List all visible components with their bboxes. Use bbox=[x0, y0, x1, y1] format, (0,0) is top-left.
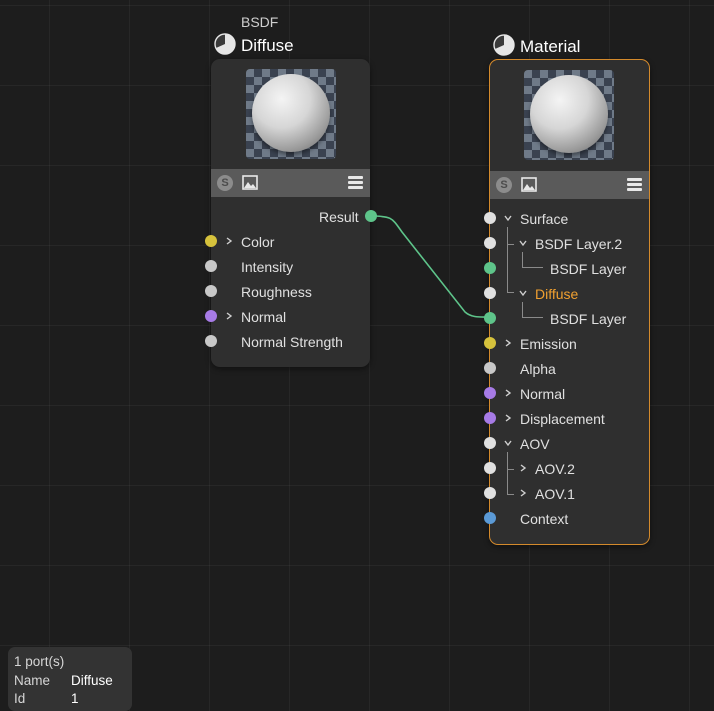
node-toolbar: S bbox=[211, 169, 370, 197]
info-key-name: Name bbox=[14, 673, 51, 688]
input-port-context[interactable] bbox=[484, 512, 496, 524]
input-port-aov-2[interactable] bbox=[484, 462, 496, 474]
tree-connector bbox=[507, 244, 514, 293]
input-port-aov[interactable] bbox=[484, 437, 496, 449]
chevron-right-icon[interactable] bbox=[225, 237, 233, 245]
chevron-down-icon[interactable] bbox=[504, 214, 512, 222]
tree-connector bbox=[507, 469, 514, 495]
input-port-label: AOV.1 bbox=[535, 486, 575, 502]
chevron-right-icon[interactable] bbox=[504, 339, 512, 347]
input-port-label: Roughness bbox=[241, 284, 312, 300]
chevron-down-icon[interactable] bbox=[519, 289, 527, 297]
input-port-label: Displacement bbox=[520, 411, 605, 427]
input-port-emission[interactable] bbox=[484, 337, 496, 349]
material-preview-thumbnail bbox=[246, 69, 336, 159]
s-toggle-button[interactable]: S bbox=[496, 177, 512, 193]
node-title[interactable]: Diffuse bbox=[241, 36, 294, 55]
chevron-right-icon[interactable] bbox=[504, 414, 512, 422]
s-toggle-button[interactable]: S bbox=[217, 175, 233, 191]
image-icon[interactable] bbox=[242, 175, 258, 190]
chevron-down-icon[interactable] bbox=[504, 439, 512, 447]
input-port-label: BSDF Layer bbox=[550, 311, 627, 327]
input-port-bsdf-layer-2[interactable] bbox=[484, 237, 496, 249]
input-port-label: BSDF Layer bbox=[550, 261, 627, 277]
output-port-label: Result bbox=[319, 209, 359, 225]
hamburger-menu-icon[interactable] bbox=[627, 178, 642, 192]
input-port-roughness[interactable] bbox=[205, 285, 217, 297]
material-sphere-icon bbox=[214, 33, 236, 55]
input-port-label: Context bbox=[520, 511, 569, 527]
node-category-label: BSDF bbox=[241, 14, 279, 30]
output-port-result[interactable] bbox=[365, 210, 377, 222]
input-port-diffuse[interactable] bbox=[484, 287, 496, 299]
input-port-label: AOV bbox=[520, 436, 550, 452]
chevron-right-icon[interactable] bbox=[519, 489, 527, 497]
input-port-normal[interactable] bbox=[484, 387, 496, 399]
input-port-label: BSDF Layer.2 bbox=[535, 236, 623, 252]
info-value-id: 1 bbox=[71, 691, 79, 706]
input-port-label: Alpha bbox=[520, 361, 556, 377]
chevron-right-icon[interactable] bbox=[225, 312, 233, 320]
input-port-label: AOV.2 bbox=[535, 461, 575, 477]
info-summary: 1 port(s) bbox=[14, 654, 65, 669]
chevron-down-icon[interactable] bbox=[519, 239, 527, 247]
input-port-bsdf-layer-connected[interactable] bbox=[484, 312, 496, 324]
input-port-label: Color bbox=[241, 234, 275, 250]
input-port-displacement[interactable] bbox=[484, 412, 496, 424]
chevron-right-icon[interactable] bbox=[504, 389, 512, 397]
node-toolbar: S bbox=[490, 171, 649, 199]
input-port-bsdf-layer[interactable] bbox=[484, 262, 496, 274]
tree-connector bbox=[507, 452, 514, 470]
node-title[interactable]: Material bbox=[520, 37, 581, 56]
input-port-normal[interactable] bbox=[205, 310, 217, 322]
input-port-label: Normal bbox=[241, 309, 287, 325]
input-port-intensity[interactable] bbox=[205, 260, 217, 272]
input-port-color[interactable] bbox=[205, 235, 217, 247]
input-port-label: Intensity bbox=[241, 259, 294, 275]
diffuse-node[interactable]: S Result Color Intensity Roughness Norma… bbox=[205, 59, 377, 367]
input-port-label-highlighted: Diffuse bbox=[535, 286, 579, 302]
info-key-id: Id bbox=[14, 691, 26, 706]
input-port-surface[interactable] bbox=[484, 212, 496, 224]
material-preview-thumbnail bbox=[524, 70, 614, 160]
image-icon[interactable] bbox=[521, 177, 537, 192]
material-node[interactable]: S Surface BSDF Layer.2 BSDF Layer Diffus… bbox=[484, 59, 650, 545]
info-panel: 1 port(s) Name Diffuse Id 1 bbox=[8, 647, 132, 711]
input-port-aov-1[interactable] bbox=[484, 487, 496, 499]
input-port-label: Emission bbox=[520, 336, 577, 352]
info-value-name: Diffuse bbox=[71, 673, 113, 688]
material-sphere-icon bbox=[493, 34, 515, 56]
tree-connector bbox=[522, 302, 543, 318]
tree-connector bbox=[522, 252, 543, 268]
input-port-label: Surface bbox=[520, 211, 569, 227]
tree-connector bbox=[507, 227, 514, 245]
input-port-normal-strength[interactable] bbox=[205, 335, 217, 347]
input-port-label: Normal bbox=[520, 386, 566, 402]
input-port-label: Normal Strength bbox=[241, 334, 343, 350]
chevron-right-icon[interactable] bbox=[519, 464, 527, 472]
input-port-alpha[interactable] bbox=[484, 362, 496, 374]
hamburger-menu-icon[interactable] bbox=[348, 176, 363, 190]
